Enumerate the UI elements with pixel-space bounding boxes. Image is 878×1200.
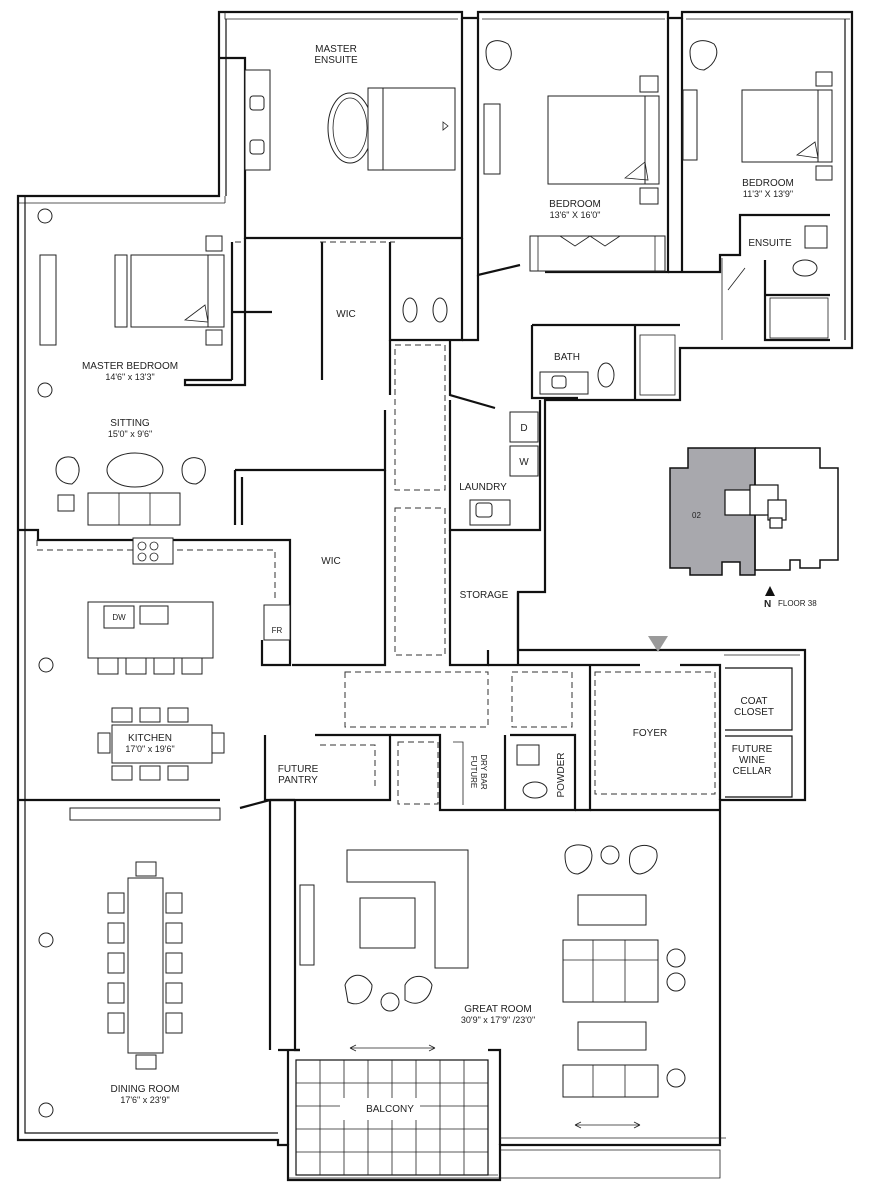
label-powder: POWDER <box>556 753 567 798</box>
label-storage: STORAGE <box>460 590 509 601</box>
label-wic-1: WIC <box>336 309 355 320</box>
key-plan: 02 N FLOOR 38 <box>669 447 839 610</box>
label-coat-closet-1: COAT <box>740 696 767 707</box>
dining-furniture <box>38 807 221 1118</box>
label-bath: BATH <box>554 352 580 363</box>
label-fr: FR <box>272 626 283 635</box>
bath-laundry-fixtures <box>469 334 676 526</box>
label-future-wine-1: FUTURE <box>732 744 773 755</box>
label-bedroom-2: BEDROOM <box>742 178 794 189</box>
label-dryer: D <box>520 423 527 434</box>
dashed-lines <box>36 241 716 805</box>
label-ensuite: ENSUITE <box>748 238 792 249</box>
label-foyer: FOYER <box>633 728 667 739</box>
label-master-ensuite-2: ENSUITE <box>314 55 358 66</box>
kitchen-furniture <box>38 537 291 781</box>
label-future-pantry-1: FUTURE <box>278 764 319 775</box>
label-bedroom-1: BEDROOM <box>549 199 601 210</box>
label-future-wine-3: CELLAR <box>733 766 772 777</box>
label-coat-closet-2: CLOSET <box>734 707 774 718</box>
room-labels: MASTER ENSUITE BEDROOM 13'6" X 16'0" BED… <box>82 44 794 1115</box>
label-future-pantry-2: PANTRY <box>278 775 318 786</box>
dim-dining-room: 17'6" x 23'9" <box>120 1095 169 1105</box>
north-arrow-icon <box>765 586 775 596</box>
label-laundry: LAUNDRY <box>459 482 507 493</box>
label-sitting: SITTING <box>110 418 150 429</box>
keyplan-unit-label: 02 <box>692 511 701 520</box>
great-room-furniture <box>288 844 721 1179</box>
label-master-ensuite-1: MASTER <box>315 44 357 55</box>
label-future-wine-2: WINE <box>739 755 765 766</box>
label-dining-room: DINING ROOM <box>111 1084 180 1095</box>
label-future-dry-bar-1: FUTURE <box>469 756 478 788</box>
master-bedroom-furniture <box>37 208 225 526</box>
dim-kitchen: 17'0" x 19'6" <box>125 744 174 754</box>
entry-marker <box>648 636 668 652</box>
dim-sitting: 15'0" x 9'6" <box>108 429 152 439</box>
dim-bedroom-2: 11'3" X 13'9" <box>743 189 793 199</box>
master-ensuite-fixtures <box>244 69 456 323</box>
label-future-dry-bar-2: DRY BAR <box>479 754 488 789</box>
keyplan-unit-highlight <box>669 447 756 576</box>
bedroom-1-furniture <box>483 40 666 272</box>
label-great-room: GREAT ROOM <box>464 1004 531 1015</box>
label-wic-2: WIC <box>321 556 340 567</box>
label-master-bedroom: MASTER BEDROOM <box>82 361 178 372</box>
powder-fixtures <box>453 741 548 805</box>
dim-bedroom-1: 13'6" X 16'0" <box>550 210 601 220</box>
dim-master-bedroom: 14'6" x 13'3" <box>105 372 154 382</box>
dim-great-room: 30'9" x 17'9" /23'0" <box>461 1015 535 1025</box>
label-kitchen: KITCHEN <box>128 733 172 744</box>
interior-walls <box>18 18 830 1145</box>
floor-label: FLOOR 38 <box>778 599 817 608</box>
label-balcony: BALCONY <box>366 1104 414 1115</box>
label-washer: W <box>519 457 529 468</box>
bedroom-2-furniture <box>682 40 833 340</box>
north-label: N <box>764 599 771 610</box>
label-dw: DW <box>112 613 126 622</box>
